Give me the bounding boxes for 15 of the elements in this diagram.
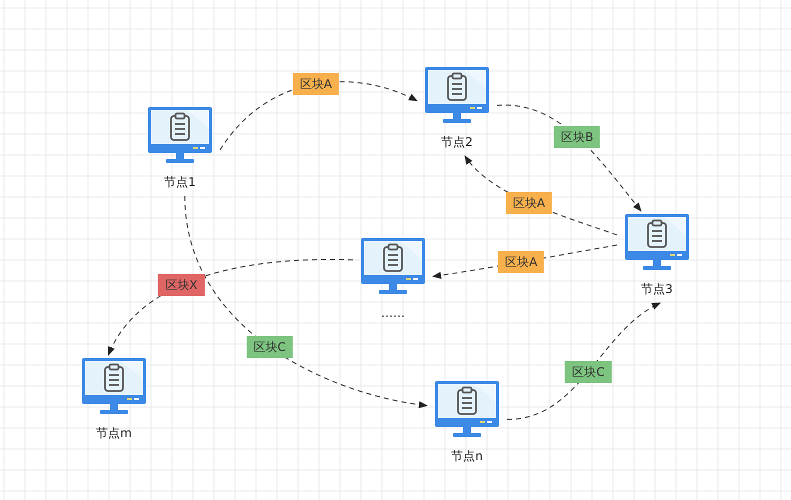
edge-label: 区块C bbox=[565, 360, 612, 383]
edge-label: 区块C bbox=[246, 336, 293, 358]
edge-label: 区块X bbox=[158, 274, 205, 296]
edge-label: 区块A bbox=[506, 192, 552, 214]
node-label: 节点n bbox=[450, 448, 484, 464]
edge-label: 区块A bbox=[498, 251, 544, 274]
node-label: …… bbox=[380, 305, 406, 321]
edge-label: 区块B bbox=[554, 126, 600, 148]
node-label: 节点2 bbox=[440, 134, 474, 150]
node-label: 节点m bbox=[95, 425, 133, 441]
arrow bbox=[184, 196, 428, 408]
edge-label: 区块A bbox=[292, 72, 339, 95]
node-label: 节点1 bbox=[163, 174, 197, 190]
node-label: 节点3 bbox=[640, 281, 674, 297]
arrow bbox=[506, 302, 661, 420]
